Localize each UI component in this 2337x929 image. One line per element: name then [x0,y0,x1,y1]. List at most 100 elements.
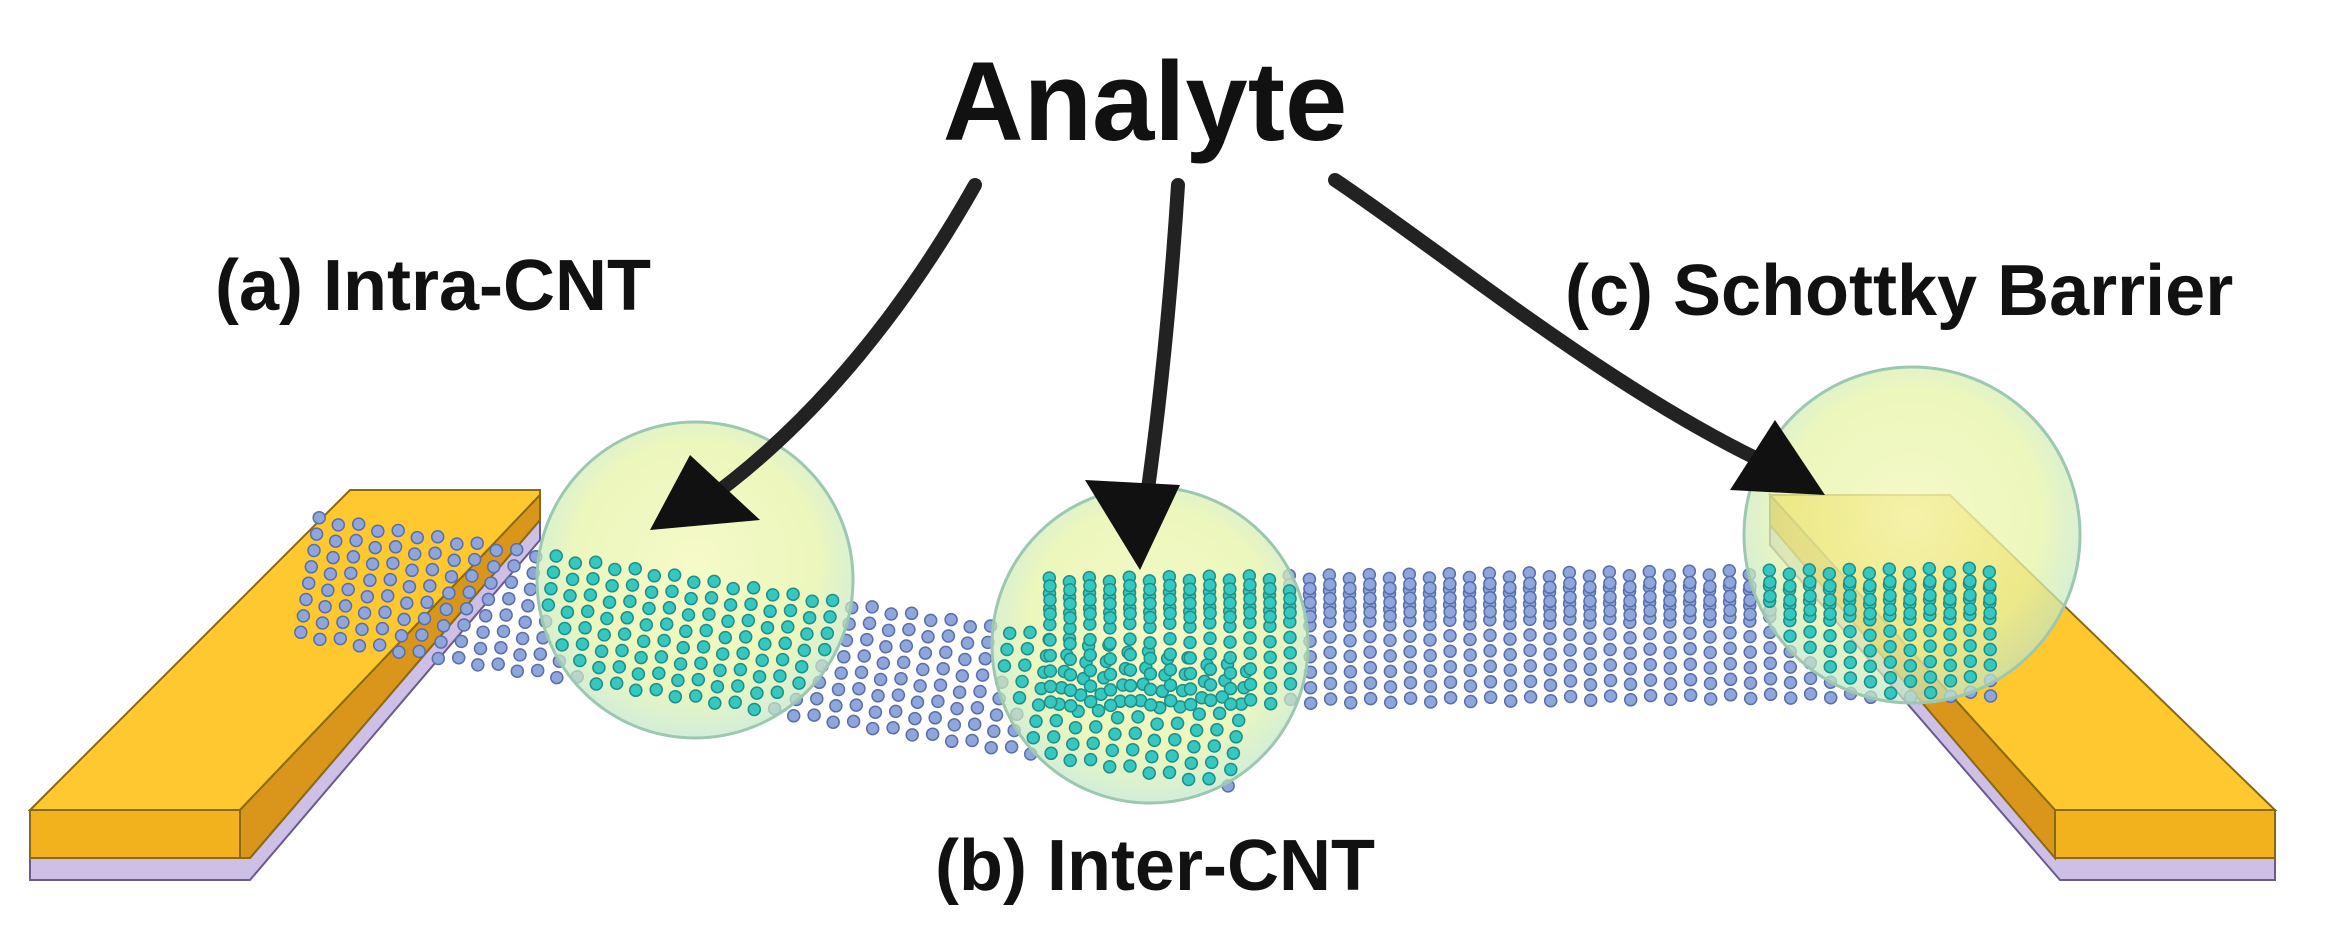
cnt-atom [679,624,693,639]
cnt-atom [1063,652,1077,667]
cnt-atom [1623,594,1637,608]
cnt-atom [1012,691,1027,705]
cnt-atom [1983,658,1998,672]
cnt-atom [544,581,558,596]
cnt-atom [1803,640,1817,655]
cnt-atom [1031,698,1046,712]
cnt-atom [805,594,819,609]
cnt-atom [1923,685,1938,700]
cnt-atom [450,537,464,551]
cnt-atom [1263,596,1277,610]
cnt-atom [470,536,484,550]
cnt-atom [1483,675,1498,689]
cnt-atom [1483,628,1497,643]
cnt-atom [1483,604,1497,619]
cnt-atom [1343,665,1358,679]
cnt-atom [1623,608,1637,622]
cnt-atom [1123,694,1138,708]
cnt-atom [1723,657,1738,671]
cnt-atom [1943,658,1958,673]
cnt-atom [810,691,824,706]
cnt-atom [921,630,935,644]
cnt-atom [1403,644,1417,659]
cnt-atom [391,523,405,538]
cnt-atom [904,606,919,621]
cnt-atom [1403,629,1417,643]
cnt-atom [1223,635,1237,649]
cnt-atom [412,644,426,659]
cnt-atom [1703,661,1718,675]
cnt-atom [1983,578,1997,592]
cnt-atom [400,596,414,610]
cnt-atom [420,595,434,610]
cnt-atom [380,589,395,603]
cnt-atom [1663,646,1677,660]
cnt-atom [1603,604,1617,618]
cnt-atom [1463,694,1478,709]
cnt-atom [1083,632,1097,647]
cnt-atom [609,676,624,690]
cnt-atom [1743,676,1758,690]
cnt-atom [1143,582,1157,597]
cnt-atom [1363,629,1377,644]
cnt-atom [1683,672,1698,687]
cnt-atom [1243,592,1257,606]
cnt-atom [1763,641,1777,655]
cnt-atom [1483,690,1498,705]
cnt-atom [1523,604,1537,619]
cnt-atom [1443,591,1457,605]
cnt-atom [1523,674,1538,689]
cnt-atom [1823,644,1837,658]
cnt-atom [1643,590,1657,604]
cnt-atom [662,601,677,615]
cnt-atom [955,669,970,683]
cnt-atom [1383,633,1397,648]
cnt-atom [1043,579,1057,593]
cnt-atom [1543,647,1557,661]
cnt-atom [1883,655,1898,669]
cnt-atom [744,597,758,611]
cnt-atom [1923,574,1937,589]
cnt-atom [1223,681,1238,696]
cnt-atom [1223,666,1238,680]
cnt-atom [879,640,893,654]
cnt-atom [1343,609,1357,624]
cnt-atom [1063,699,1078,713]
cnt-atom [1108,727,1122,741]
cnt-atom [465,569,479,583]
cnt-atom [1663,630,1677,645]
cnt-atom [1323,676,1338,691]
cnt-atom [1323,692,1338,706]
cnt-atom [649,682,663,697]
cnt-atom [1105,743,1120,758]
cnt-atom [1423,648,1437,663]
cnt-atom [652,666,666,680]
cnt-atom [978,651,993,666]
cnt-atom [765,588,780,602]
cnt-atom [1123,592,1137,607]
cnt-atom [802,610,817,625]
cnt-atom [910,695,925,709]
cnt-atom [428,546,442,560]
cnt-atom [710,679,725,694]
arrowhead-intra-icon [650,455,760,530]
cnt-atom [565,572,580,587]
cnt-atom [1683,603,1697,618]
cnt-atom [1187,740,1201,754]
cnt-atom [357,606,372,620]
cnt-atom [1383,581,1397,595]
cnt-atom [1183,596,1197,611]
cnt-atom [1383,695,1398,710]
cnt-atom [378,605,392,620]
cnt-atom [405,563,419,578]
cnt-atom [763,604,777,619]
cnt-atom [1922,561,1937,576]
cnt-atom [546,565,561,580]
cnt-atom [1483,576,1497,591]
cnt-atom [1503,608,1517,623]
cnt-atom [1343,581,1357,596]
cnt-atom [338,599,353,613]
cnt-atom [849,698,864,712]
cnt-atom [1783,629,1797,643]
cnt-atom [1563,658,1578,673]
